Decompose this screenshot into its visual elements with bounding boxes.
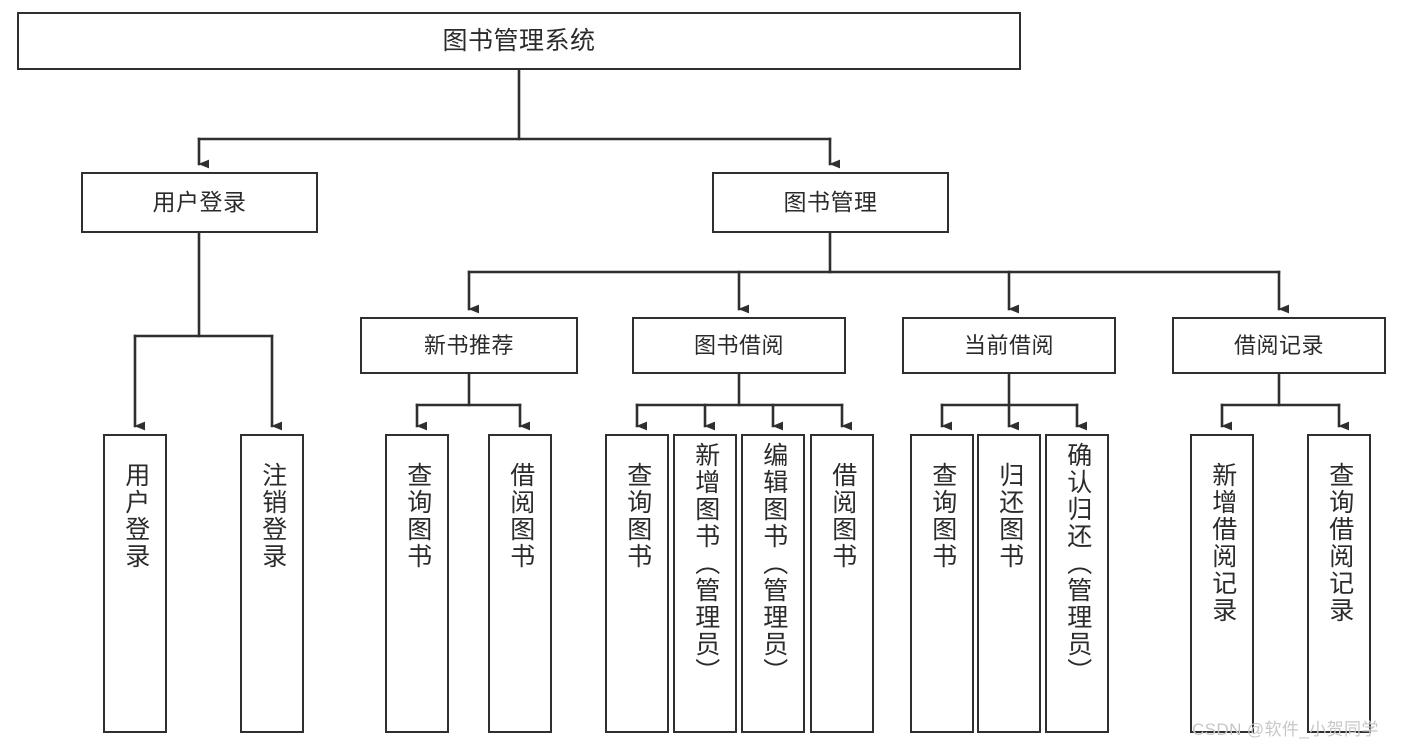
node-label: 借阅记录 — [1233, 332, 1324, 358]
node-label: 新书推荐 — [423, 332, 514, 358]
leaf-current-borrow-return-book[interactable]: 归还图书 — [977, 434, 1041, 733]
leaf-new-book-borrow-book[interactable]: 借阅图书 — [488, 434, 552, 733]
node-user-login[interactable]: 用户登录 — [81, 172, 318, 233]
node-label: 注销登录 — [258, 462, 287, 570]
node-label: 查询图书 — [623, 462, 652, 570]
node-label: 编辑图书（管理员） — [759, 442, 788, 685]
node-book-management[interactable]: 图书管理 — [712, 172, 949, 233]
leaf-book-borrow-edit-book[interactable]: 编辑图书（管理员） — [741, 434, 805, 733]
leaf-book-borrow-borrow-book[interactable]: 借阅图书 — [810, 434, 874, 733]
node-label: 图书管理 — [783, 189, 878, 216]
node-label: 用户登录 — [121, 462, 150, 570]
node-label: 新增借阅记录 — [1208, 462, 1237, 624]
leaf-current-borrow-confirm-return[interactable]: 确认归还（管理员） — [1045, 434, 1109, 733]
leaf-borrow-record-query-record[interactable]: 查询借阅记录 — [1307, 434, 1371, 733]
leaf-borrow-record-add-record[interactable]: 新增借阅记录 — [1190, 434, 1254, 733]
csdn-watermark: CSDN @软件_小贺同学 — [1192, 720, 1379, 739]
leaf-user-login-login[interactable]: 用户登录 — [103, 434, 167, 733]
node-label: 图书管理系统 — [442, 26, 596, 55]
node-label: 查询图书 — [928, 462, 957, 570]
node-label: 查询借阅记录 — [1325, 462, 1354, 624]
node-label: 当前借阅 — [963, 332, 1054, 358]
node-current-borrow[interactable]: 当前借阅 — [902, 317, 1116, 374]
leaf-book-borrow-add-book[interactable]: 新增图书（管理员） — [673, 434, 737, 733]
node-label: 图书借阅 — [693, 332, 784, 358]
node-label: 确认归还（管理员） — [1063, 442, 1092, 685]
node-book-management-system[interactable]: 图书管理系统 — [17, 12, 1021, 70]
node-book-borrow[interactable]: 图书借阅 — [632, 317, 846, 374]
node-new-book-recommend[interactable]: 新书推荐 — [360, 317, 578, 374]
node-label: 归还图书 — [995, 462, 1024, 570]
node-label: 新增图书（管理员） — [691, 442, 720, 685]
leaf-user-login-logout[interactable]: 注销登录 — [240, 434, 304, 733]
node-label: 借阅图书 — [506, 462, 535, 570]
node-label: 借阅图书 — [828, 462, 857, 570]
node-borrow-record[interactable]: 借阅记录 — [1172, 317, 1386, 374]
leaf-book-borrow-query-book[interactable]: 查询图书 — [605, 434, 669, 733]
node-label: 查询图书 — [403, 462, 432, 570]
node-label: 用户登录 — [152, 189, 247, 216]
leaf-new-book-query-book[interactable]: 查询图书 — [385, 434, 449, 733]
leaf-current-borrow-query-book[interactable]: 查询图书 — [910, 434, 974, 733]
